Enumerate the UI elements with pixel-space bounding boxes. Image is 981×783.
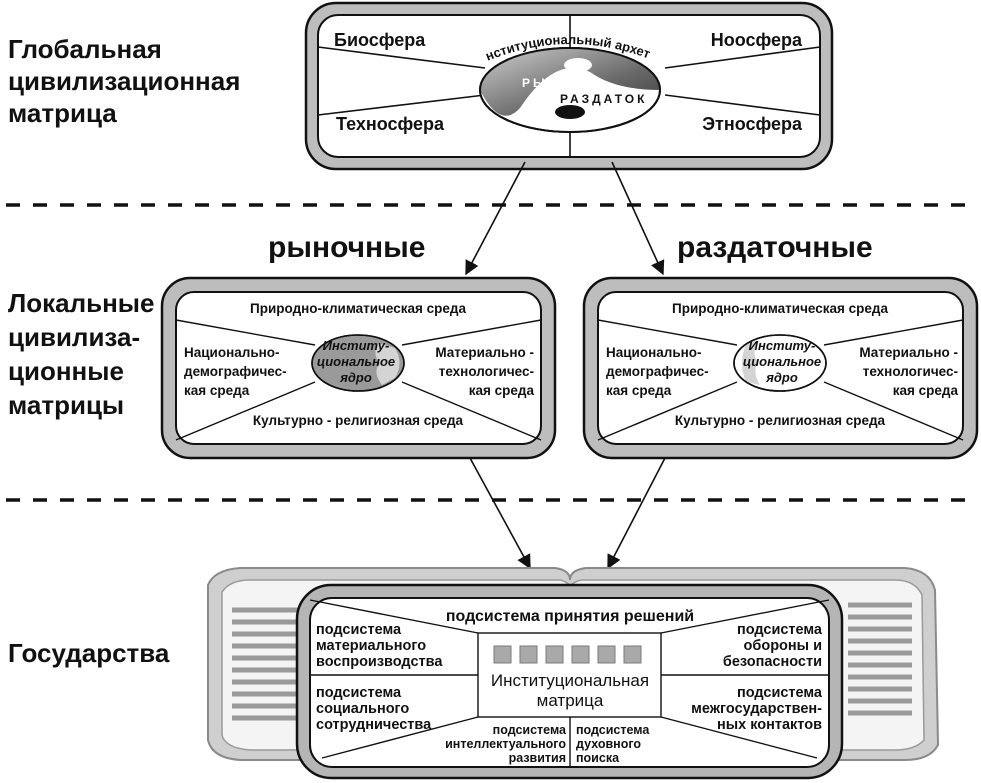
core-market-line-3: ядро	[339, 370, 372, 385]
subsystem-material-2: материального	[316, 638, 426, 654]
level-label-local: Локальные цивилиза- ционные матрицы	[8, 288, 154, 420]
subsystem-spiritual-1: подсистема	[576, 723, 650, 737]
core-distributive-line-2: циональное	[743, 354, 821, 369]
level-global-line-2: цивилизационная	[8, 66, 240, 96]
level-global-line-3: матрица	[8, 98, 117, 128]
sphere-technosphere: Техносфера	[336, 114, 445, 134]
local-market-left-3: кая среда	[184, 383, 250, 398]
subsystem-defense-2: обороны и	[744, 638, 822, 654]
left-page-lines	[232, 607, 300, 721]
subsystem-interstate-1: подсистема	[737, 685, 823, 701]
core-market-line-2: циональное	[317, 354, 395, 369]
arrow-global-to-distributive	[611, 161, 665, 276]
global-matrix: Биосфера Ноосфера Техносфера Этносфера И…	[0, 0, 834, 171]
level-local-line-2: цивилиза-	[8, 322, 140, 352]
local-distributive-right-1: Материально -	[859, 345, 958, 360]
core-market-line-1: Институ-	[323, 338, 390, 353]
branch-title-distributive: раздаточные	[677, 231, 873, 264]
yin-yang-icon	[479, 47, 661, 133]
market-label: РЫНОК	[522, 76, 582, 90]
core-distributive-line-1: Институ-	[749, 338, 816, 353]
local-distributive-right-3: кая среда	[893, 383, 959, 398]
subsystem-intellect-3: развития	[509, 751, 566, 765]
sphere-ethnosphere: Этносфера	[702, 114, 803, 134]
subsystem-defense-1: подсистема	[737, 622, 823, 638]
subsystem-spiritual-3: поиска	[576, 751, 620, 765]
local-market-left-2: демографичес-	[184, 364, 287, 379]
local-market-right-3: кая среда	[469, 383, 535, 398]
arrow-market-to-state	[469, 457, 531, 570]
level-global-line-1: Глобальная	[8, 34, 162, 64]
subsystem-social-3: сотрудничества	[316, 717, 432, 733]
subsystem-intellect-1: подсистема	[493, 723, 567, 737]
local-market-bottom: Культурно - религиозная среда	[253, 413, 464, 428]
distributive-label: РАЗДАТОК	[560, 92, 647, 106]
local-distributive-left-1: Национально-	[606, 345, 702, 360]
core-distributive-line-3: ядро	[765, 370, 798, 385]
local-market-right-1: Материально -	[435, 345, 534, 360]
right-page-lines	[848, 602, 912, 716]
subsystem-intellect-2: интеллектуального	[445, 737, 566, 751]
state-book: подсистема принятия решений подсистема м…	[207, 567, 940, 780]
subsystem-social-2: социального	[316, 701, 409, 717]
subsystem-spiritual-2: духовного	[576, 737, 641, 751]
subsystem-defense-3: безопасности	[723, 654, 822, 670]
arrow-distributive-to-state	[607, 457, 666, 570]
local-market-top: Природно-климатическая среда	[250, 301, 466, 316]
subsystem-interstate-3: ных контактов	[717, 717, 822, 733]
subsystem-decisions: подсистема принятия решений	[446, 608, 694, 625]
local-market-left-1: Национально-	[184, 345, 280, 360]
local-distributive-bottom: Культурно - религиозная среда	[675, 413, 886, 428]
level-local-line-3: ционные	[8, 356, 124, 386]
level-label-global: Глобальная цивилизационная матрица	[8, 34, 240, 128]
subsystem-material-3: воспроизводства	[316, 654, 443, 670]
level-label-states: Государства	[8, 638, 170, 668]
sphere-noosphere: Ноосфера	[711, 30, 803, 50]
subsystem-interstate-2: межгосударствен-	[691, 701, 822, 717]
subsystem-material-1: подсистема	[316, 622, 402, 638]
branch-title-market: рыночные	[268, 231, 426, 264]
local-matrix-distributive: Природно-климатическая среда Национально…	[582, 276, 979, 460]
local-distributive-top: Природно-климатическая среда	[672, 301, 888, 316]
level-local-line-4: матрицы	[8, 390, 124, 420]
sphere-biosphere: Биосфера	[334, 30, 426, 50]
local-distributive-right-2: технологичес-	[863, 364, 958, 379]
institutional-matrix-line-2: матрица	[537, 691, 604, 710]
arrow-global-to-market	[465, 161, 526, 276]
matrix-cells-icon	[493, 645, 642, 664]
local-distributive-left-3: кая среда	[606, 383, 672, 398]
local-distributive-left-2: демографичес-	[606, 364, 709, 379]
level-local-line-1: Локальные	[8, 288, 154, 318]
local-matrix-market: Природно-климатическая среда Национально…	[160, 276, 557, 460]
subsystem-social-1: подсистема	[316, 685, 402, 701]
institutional-matrix-line-1: Институциональная	[491, 671, 649, 690]
local-market-right-2: технологичес-	[439, 364, 534, 379]
